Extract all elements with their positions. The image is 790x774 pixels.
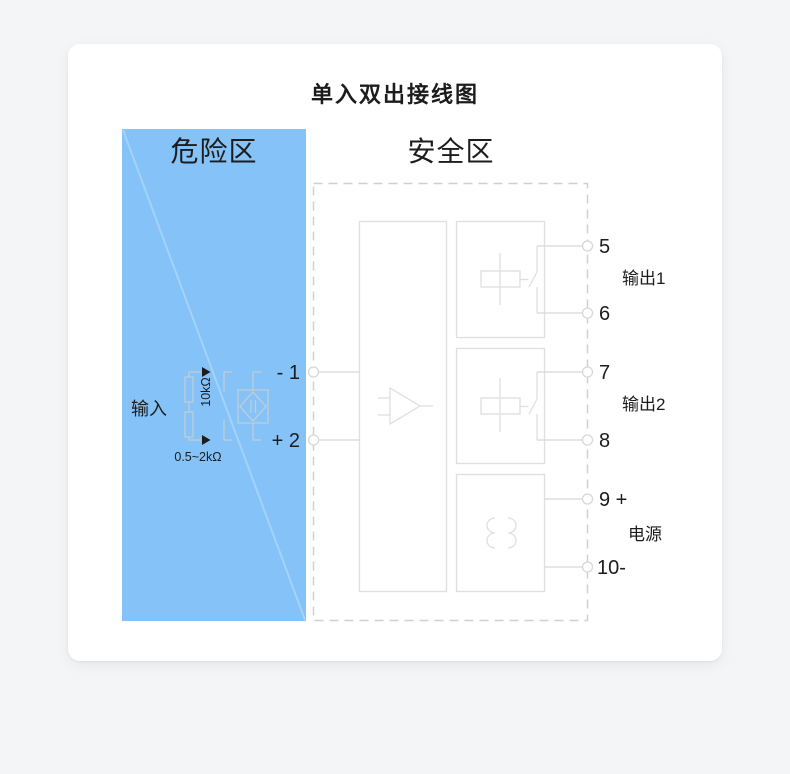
terminal-9-label: 9 + bbox=[599, 489, 627, 511]
terminal-7-label: 7 bbox=[599, 362, 610, 384]
terminal-node-1 bbox=[307, 366, 320, 378]
sensor-inner-bars bbox=[250, 400, 257, 413]
power-group-label: 电源 bbox=[628, 525, 662, 544]
connector-bracket-icon bbox=[223, 371, 232, 441]
input-wires bbox=[318, 371, 360, 441]
power-wires bbox=[544, 498, 583, 568]
relay1-icon bbox=[480, 246, 538, 313]
arrow-right-icon bbox=[202, 367, 211, 377]
safe-zone-label: 安全区 bbox=[407, 136, 494, 167]
resistor-bottom-value: 0.5~2kΩ bbox=[174, 450, 221, 464]
relay2-icon bbox=[480, 372, 538, 440]
terminal-10-label: 10- bbox=[597, 557, 626, 579]
namur-sensor-icon bbox=[237, 389, 269, 424]
terminal-6-label: 6 bbox=[599, 303, 610, 325]
terminal-1-label: - 1 bbox=[277, 362, 300, 384]
sensor-diamond bbox=[239, 391, 267, 422]
amplifier-block bbox=[358, 220, 448, 593]
resistor-top-value: 10kΩ bbox=[199, 377, 213, 407]
hazard-zone: 危险区 bbox=[122, 129, 306, 621]
wiring-diagram-card: 单入双出接线图 危险区 安全区 输入 10kΩ bbox=[68, 44, 722, 661]
hazard-zone-diagonal-line bbox=[122, 129, 306, 621]
wiring-diagram: 单入双出接线图 危险区 安全区 输入 10kΩ bbox=[122, 82, 665, 622]
resistor-chain-wires bbox=[188, 371, 201, 441]
relay-output1-block bbox=[455, 220, 546, 339]
resistor-0p5-2k-icon bbox=[184, 411, 194, 438]
input-label: 输入 bbox=[131, 399, 167, 419]
resistor-10k-icon bbox=[184, 376, 194, 403]
wires bbox=[318, 245, 583, 568]
arrow-right-icon bbox=[202, 435, 211, 445]
terminal-node-8 bbox=[581, 434, 594, 446]
output2-wires bbox=[537, 371, 583, 441]
op-amp-icon bbox=[378, 386, 433, 426]
output2-group-label: 输出2 bbox=[622, 395, 665, 414]
terminal-2-label: + 2 bbox=[272, 430, 300, 452]
transformer-icon bbox=[486, 517, 517, 549]
sensor-box bbox=[237, 389, 269, 424]
terminal-node-10 bbox=[581, 561, 594, 573]
sensor-leads bbox=[252, 371, 261, 441]
terminal-nodes bbox=[307, 240, 594, 573]
hazard-zone-label: 危险区 bbox=[170, 136, 257, 167]
terminal-labels: 5 6 7 8 9 + 10- 输出1 输出2 电源 bbox=[597, 236, 665, 579]
page-title: 单入双出接线图 bbox=[311, 82, 479, 107]
relay-output2-block bbox=[455, 347, 546, 465]
terminal-node-6 bbox=[581, 307, 594, 319]
terminal-5-label: 5 bbox=[599, 236, 610, 258]
terminal-node-2 bbox=[307, 434, 320, 446]
terminal-node-7 bbox=[581, 366, 594, 378]
input-circuit: 输入 10kΩ 0.5~2kΩ - 1 + 2 bbox=[131, 362, 300, 464]
output1-wires bbox=[537, 245, 583, 314]
output1-group-label: 输出1 bbox=[622, 269, 665, 288]
power-block bbox=[455, 473, 546, 593]
terminal-node-9 bbox=[581, 493, 594, 505]
terminal-node-5 bbox=[581, 240, 594, 252]
terminal-8-label: 8 bbox=[599, 430, 610, 452]
isolator-blocks bbox=[358, 220, 546, 593]
safe-area-dashed-border bbox=[312, 182, 589, 622]
